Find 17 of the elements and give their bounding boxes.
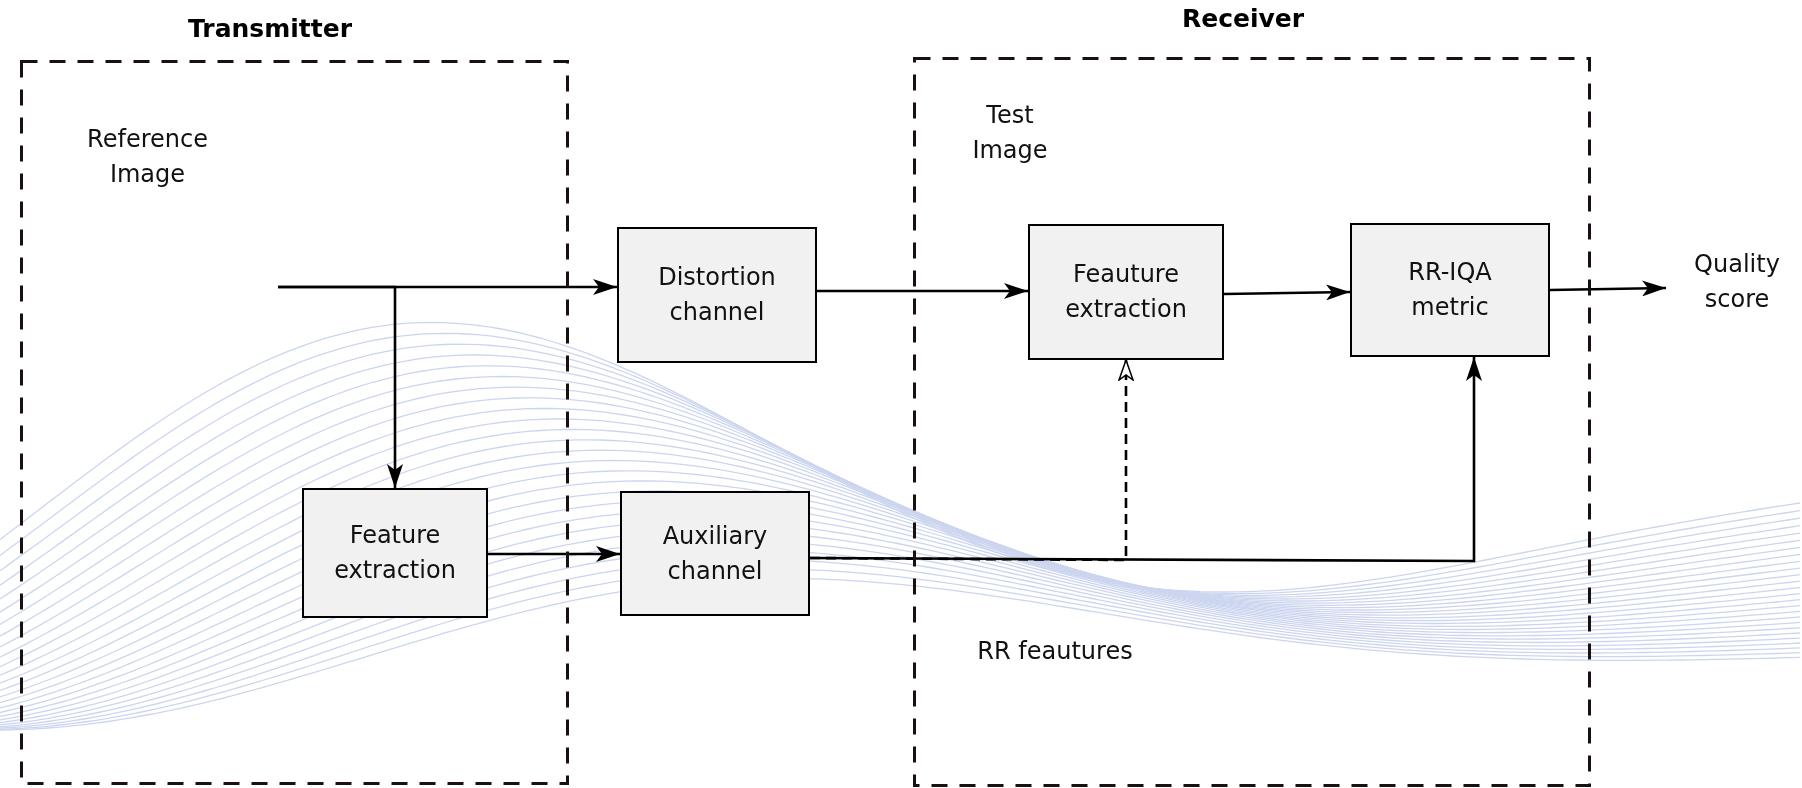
arrow: [278, 285, 403, 488]
arrow: [817, 283, 1028, 299]
arrow: [488, 546, 620, 562]
dashed-arrow: [810, 359, 1134, 562]
text-label: Test Image: [971, 100, 1049, 166]
text-label: Reference Image: [70, 122, 225, 198]
process-box: RR-IQA metric: [1350, 223, 1550, 357]
arrow: [1223, 284, 1351, 301]
process-box: Feauture extraction: [1028, 224, 1224, 360]
arrow: [1549, 280, 1667, 297]
process-box: Distortion channel: [617, 227, 817, 363]
group-title: Transmitter: [188, 14, 352, 43]
text-label: Quality score: [1670, 247, 1802, 323]
process-box: Auxiliary channel: [620, 491, 810, 616]
process-box: Feature extraction: [302, 488, 488, 618]
text-label: RR feautures: [976, 636, 1134, 667]
group-title: Receiver: [1181, 4, 1305, 33]
